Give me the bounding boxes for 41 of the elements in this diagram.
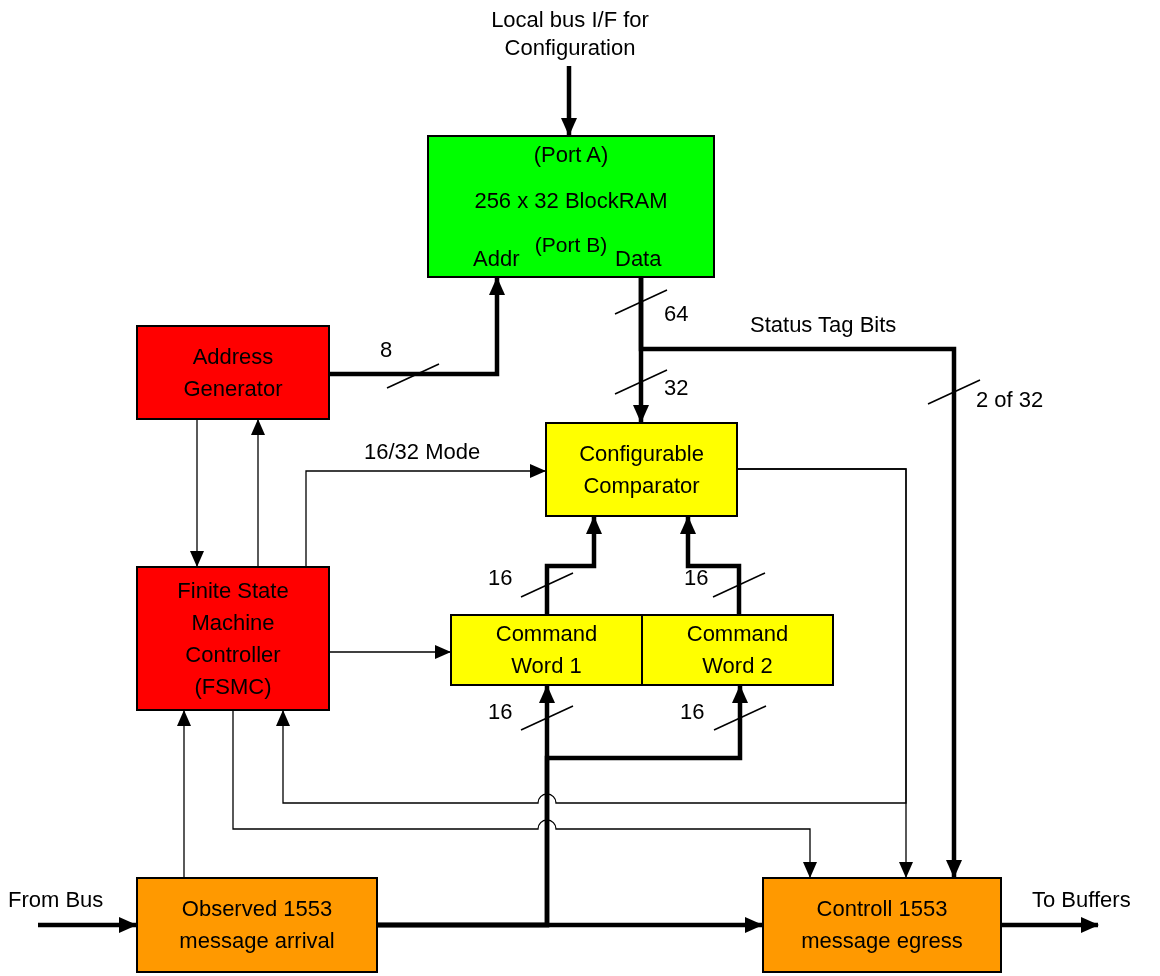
edge-label: 16 [487, 566, 514, 590]
bus-arrow [561, 66, 577, 136]
arrow [251, 419, 265, 567]
register-box: Command Word 1 [450, 614, 643, 686]
edge-label: 16 [683, 566, 710, 590]
register-box: Command Word 2 [641, 614, 834, 686]
edge-label: 16 [679, 700, 706, 724]
edge-label: To Buffers [1031, 888, 1132, 912]
edge-label: 32 [663, 376, 690, 400]
edge-label: From Bus [7, 888, 105, 912]
bus-arrow [38, 917, 137, 933]
bus-arrow [1002, 917, 1099, 933]
edge-label: 16 [487, 700, 514, 724]
edge-label: 16/32 Mode [363, 440, 482, 464]
arrow [232, 710, 817, 878]
controller-box: Finite State Machine Controller (FSMC) [136, 566, 330, 711]
bus-arrow [544, 516, 602, 614]
process-box: Observed 1553 message arrival [136, 877, 378, 973]
port-label: (Port A) [533, 143, 609, 167]
input-label: Local bus I/F for Configuration [440, 2, 700, 66]
bus-width-label: 64 [663, 302, 690, 326]
port-label: (Port B) [534, 233, 608, 257]
process-box: Configurable Comparator [545, 422, 738, 517]
signal-label: Status Tag Bits [749, 313, 898, 337]
bus-arrow [680, 516, 742, 614]
edge-label: 8 [379, 338, 394, 362]
arrow [305, 464, 546, 567]
edge-label: 2 of 32 [975, 388, 1045, 412]
bus-arrow [638, 278, 962, 878]
memory-block [427, 135, 715, 278]
process-box: Address Generator [136, 325, 330, 420]
arrow [329, 645, 451, 659]
arrow [190, 419, 204, 567]
bus-arrow [330, 277, 505, 377]
arrow [177, 710, 191, 878]
bus-arrow [378, 917, 763, 933]
port-label: Addr [473, 247, 520, 271]
port-label: Data [615, 247, 662, 271]
arrow [737, 468, 913, 878]
process-box: Controll 1553 message egress [762, 877, 1002, 973]
block-title: 256 x 32 BlockRAM [474, 189, 668, 213]
